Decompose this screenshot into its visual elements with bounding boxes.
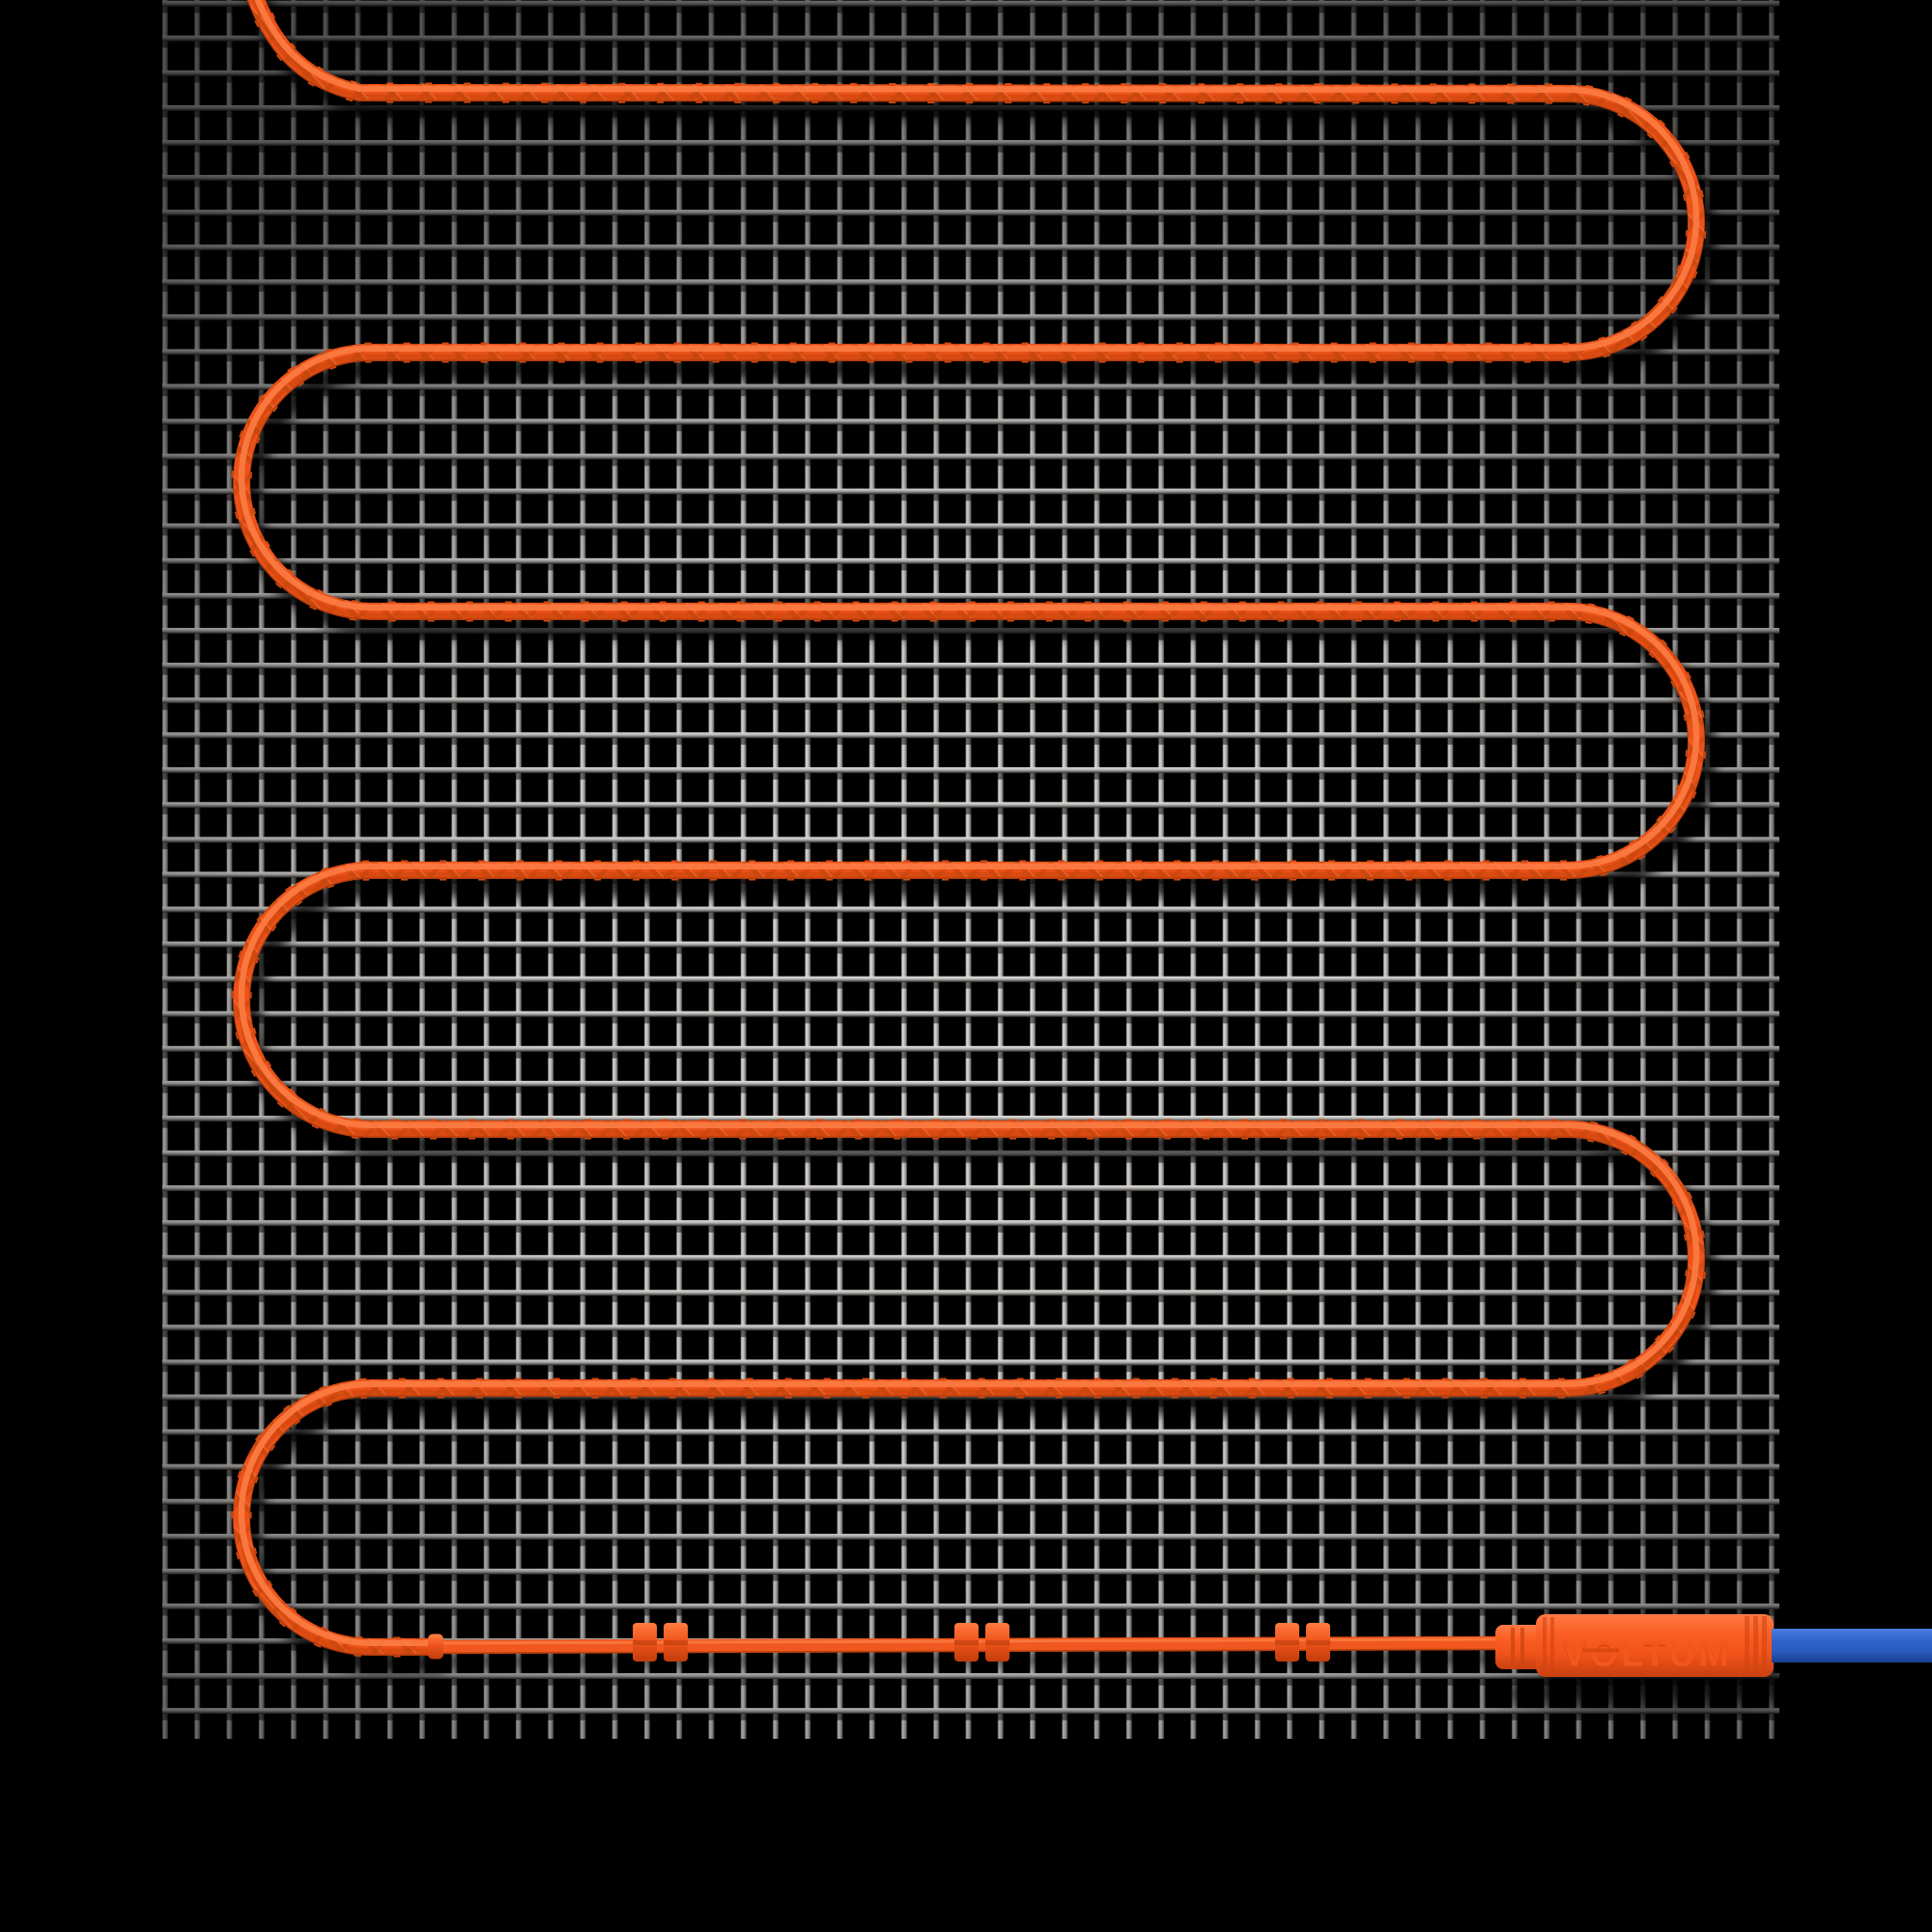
svg-text:VOLTUM: VOLTUM	[1562, 1634, 1732, 1675]
svg-text:VOLTUM: VOLTUM	[1562, 1636, 1732, 1677]
